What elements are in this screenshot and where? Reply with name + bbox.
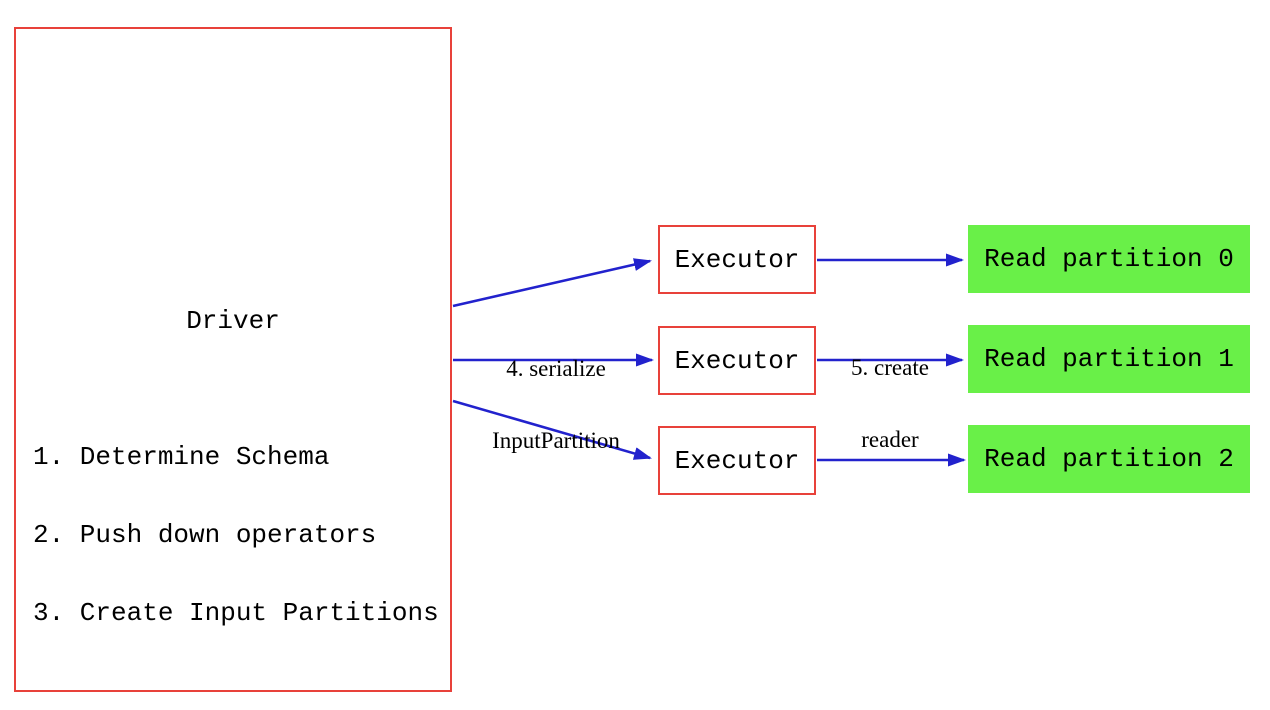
edge-label-serialize-line2: InputPartition xyxy=(492,428,620,453)
edge-label-serialize: 4. serialize InputPartition xyxy=(441,309,671,501)
partition-box-1: Read partition 1 xyxy=(968,325,1250,393)
edge-label-serialize-line1: 4. serialize xyxy=(506,356,606,381)
driver-steps: 1. Determine Schema 2. Push down operato… xyxy=(33,392,439,678)
driver-step-1: 1. Determine Schema xyxy=(33,442,330,472)
arrow-driver-to-executor-0 xyxy=(452,258,652,308)
partition-label-0: Read partition 0 xyxy=(984,244,1234,274)
executor-box-1: Executor xyxy=(658,326,816,395)
edge-label-create-reader: 5. create reader xyxy=(810,308,970,500)
partition-box-0: Read partition 0 xyxy=(968,225,1250,293)
partition-label-2: Read partition 2 xyxy=(984,444,1234,474)
driver-title: Driver xyxy=(186,306,280,336)
executor-label-2: Executor xyxy=(674,445,800,476)
driver-step-2: 2. Push down operators xyxy=(33,520,377,550)
partition-label-1: Read partition 1 xyxy=(984,344,1234,374)
driver-box: Driver 1. Determine Schema 2. Push down … xyxy=(14,27,452,692)
edge-label-create-reader-line2: reader xyxy=(861,427,919,452)
driver-step-3: 3. Create Input Partitions xyxy=(33,598,439,628)
executor-label-0: Executor xyxy=(674,244,800,275)
edge-label-create-reader-line1: 5. create xyxy=(851,355,929,380)
partition-box-2: Read partition 2 xyxy=(968,425,1250,493)
executor-box-2: Executor xyxy=(658,426,816,495)
executor-box-0: Executor xyxy=(658,225,816,294)
executor-label-1: Executor xyxy=(674,345,800,376)
